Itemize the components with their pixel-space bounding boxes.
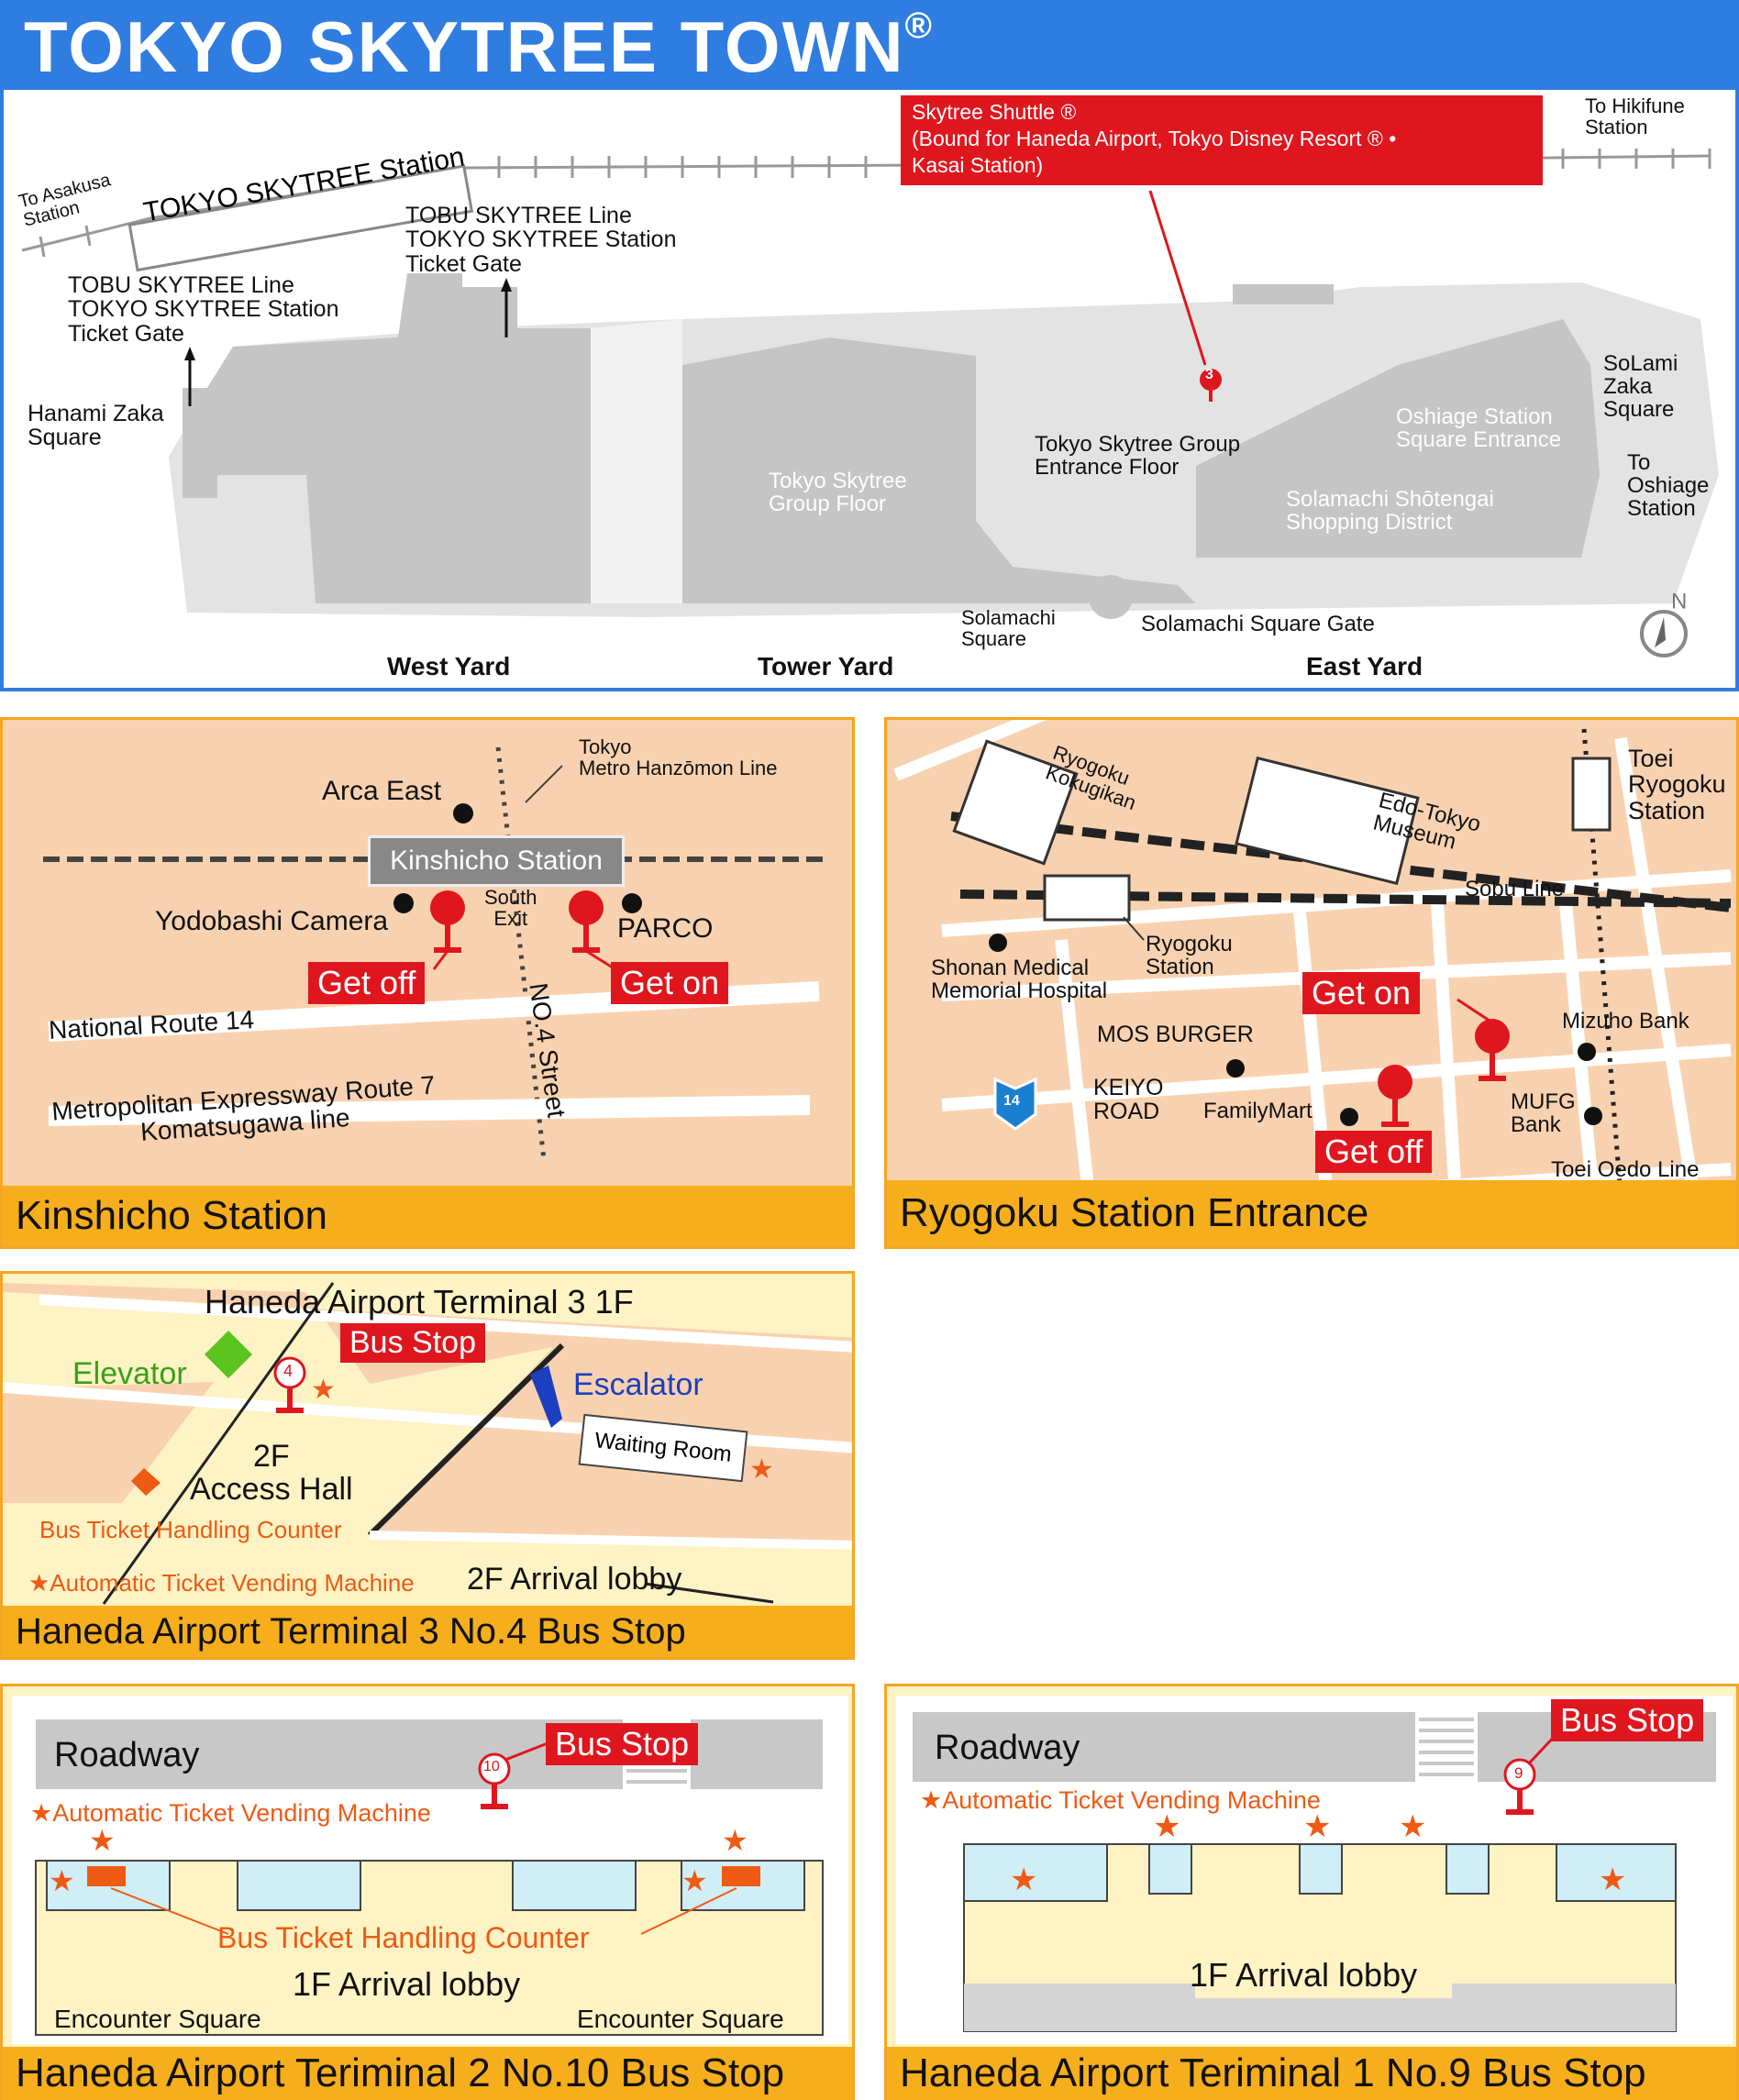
- page-title: TOKYO SKYTREE TOWN®: [24, 6, 935, 87]
- terminal1-roadway-label: Roadway: [935, 1729, 1080, 1767]
- get-off-tag: Get off: [308, 962, 426, 1004]
- vending-star-t3b: ★: [749, 1454, 774, 1485]
- terminal1-stop-number: 9: [1514, 1764, 1523, 1782]
- vending-star-t1a: ★: [1153, 1809, 1181, 1844]
- skytree-map-graphic: [21, 149, 1719, 658]
- ryogoku-get-off-tag: Get off: [1315, 1131, 1433, 1173]
- arca-east-label: Arca East: [322, 776, 442, 806]
- mos-label: MOS BURGER: [1097, 1022, 1254, 1047]
- to-hikifune-label: To Hikifune Station: [1585, 94, 1685, 139]
- south-exit-label: South Exit: [484, 886, 537, 931]
- terminal3-panel: Haneda Airport Terminal 3 1F Bus Stop 4 …: [0, 1271, 855, 1660]
- vending-star-t1c: ★: [1399, 1809, 1427, 1844]
- terminal2-arrival-label: 1F Arrival lobby: [293, 1965, 521, 2003]
- sobu-line-label: Sobu Line: [1465, 877, 1565, 901]
- terminal1-bus-stop-tag: Bus Stop: [1551, 1699, 1704, 1741]
- solamachi-gate-label: Solamachi Square Gate: [1141, 612, 1375, 636]
- terminal3-caption: Haneda Airport Terminal 3 No.4 Bus Stop: [3, 1606, 852, 1657]
- ryogoku-get-on-tag: Get on: [1302, 972, 1421, 1014]
- yodobashi-label: Yodobashi Camera: [155, 906, 389, 936]
- oshiage-entrance-label: Oshiage Station Square Entrance: [1396, 404, 1562, 453]
- vending-star-t3a: ★: [311, 1375, 336, 1405]
- mufg-label: MUFG Bank: [1511, 1089, 1576, 1138]
- vending-star-t1b: ★: [1303, 1809, 1332, 1844]
- vending-star-t2c: ★: [722, 1824, 748, 1857]
- encounter-right-label: Encounter Square: [577, 2005, 784, 2033]
- ryogoku-station-label: Ryogoku Station: [1146, 932, 1233, 980]
- terminal1-vending-label: ★Automatic Ticket Vending Machine: [920, 1786, 1321, 1814]
- vending-star-t1e: ★: [1599, 1862, 1627, 1897]
- terminal2-vending-label: ★Automatic Ticket Vending Machine: [30, 1799, 431, 1827]
- elevator-label: Elevator: [72, 1356, 187, 1391]
- vending-star-t2b: ★: [49, 1864, 75, 1897]
- parco-label: PARCO: [617, 913, 714, 944]
- terminal2-stop-number: 10: [483, 1759, 500, 1774]
- kinshicho-station-box: Kinshicho Station: [368, 835, 625, 887]
- solami-zaka-label: SoLami Zaka Square: [1603, 351, 1678, 423]
- header-bar: TOKYO SKYTREE TOWN®: [0, 0, 1739, 90]
- skytree-town-map: TOKYO SKYTREE Station Skytree Shuttle ® …: [0, 90, 1739, 691]
- to-oshiage-label: To Oshiage Station: [1627, 450, 1710, 522]
- kinshicho-caption: Kinshicho Station: [3, 1186, 852, 1246]
- tobu-gate-left: TOBU SKYTREE Line TOKYO SKYTREE Station …: [68, 272, 339, 347]
- vending-star-t2a: ★: [89, 1824, 116, 1857]
- terminal2-roadway-label: Roadway: [54, 1736, 200, 1774]
- mizuho-label: Mizuho Bank: [1562, 1009, 1689, 1033]
- route-sign-number: 14: [1003, 1093, 1020, 1109]
- shonan-label: Shonan Medical Memorial Hospital: [931, 956, 1108, 1004]
- solamachi-square-label: Solamachi Square: [961, 606, 1056, 651]
- group-entrance-label: Tokyo Skytree Group Entrance Floor: [1035, 432, 1241, 481]
- shuttle-info-box: Skytree Shuttle ® (Bound for Haneda Airp…: [901, 95, 1543, 185]
- familymart-label: FamilyMart: [1203, 1099, 1313, 1123]
- kinshicho-panel: Kinshicho Station Arca East Tokyo Metro …: [0, 717, 855, 1249]
- west-yard-label: West Yard: [387, 652, 511, 680]
- terminal1-map-graphic: [896, 1696, 1733, 2044]
- tobu-gate-upper: TOBU SKYTREE Line TOKYO SKYTREE Station …: [405, 203, 677, 277]
- vending-star-t2d: ★: [681, 1864, 708, 1897]
- vending-star-t1d: ★: [1010, 1862, 1038, 1897]
- ryogoku-map-graphic: [893, 720, 1732, 1221]
- terminal2-caption: Haneda Airport Teriminal 2 No.10 Bus Sto…: [3, 2047, 852, 2100]
- keiyo-label: KEIYO ROAD: [1093, 1075, 1164, 1125]
- terminal2-map-graphic: [12, 1696, 848, 2044]
- tower-yard-label: Tower Yard: [758, 652, 894, 680]
- terminal3-arrival-label: 2F Arrival lobby: [467, 1562, 682, 1597]
- terminal3-counter-label: Bus Ticket Handling Counter: [39, 1516, 342, 1543]
- terminal1-caption: Haneda Airport Teriminal 1 No.9 Bus Stop: [887, 2047, 1736, 2100]
- terminal1-arrival-label: 1F Arrival lobby: [1190, 1956, 1418, 1994]
- terminal2-bus-stop-tag: Bus Stop: [546, 1723, 699, 1765]
- terminal3-vending-label: ★Automatic Ticket Vending Machine: [28, 1569, 415, 1597]
- terminal1-panel: Roadway Bus Stop 9 ★Automatic Ticket Ven…: [884, 1684, 1739, 2100]
- shuttle-line2: (Bound for Haneda Airport, Tokyo Disney …: [912, 127, 1397, 150]
- ryogoku-caption: Ryogoku Station Entrance: [887, 1180, 1736, 1246]
- escalator-label: Escalator: [573, 1367, 703, 1402]
- terminal2-counter-label: Bus Ticket Handling Counter: [217, 1921, 590, 1954]
- access-hall-label: 2F Access Hall: [190, 1439, 353, 1507]
- oedo-label: Toei Oedo Line: [1551, 1157, 1700, 1182]
- group-floor-label: Tokyo Skytree Group Floor: [769, 469, 907, 517]
- metro-line-label: Tokyo Metro Hanzōmon Line: [579, 735, 778, 780]
- shotengai-label: Solamachi Shōtengai Shopping District: [1286, 487, 1494, 536]
- shuttle-line3: Kasai Station): [912, 153, 1044, 177]
- hanami-zaka-label: Hanami Zaka Square: [28, 401, 164, 451]
- get-on-tag: Get on: [611, 962, 729, 1004]
- shuttle-line1: Skytree Shuttle ®: [912, 100, 1077, 124]
- terminal2-panel: Roadway Bus Stop 10 ★Automatic Ticket Ve…: [0, 1684, 855, 2100]
- stop-number-3: 3: [1205, 367, 1213, 382]
- compass-letter: N: [1671, 588, 1688, 613]
- terminal3-bus-stop-tag: Bus Stop: [340, 1323, 485, 1363]
- kinshicho-map-graphic: [43, 746, 828, 1161]
- terminal3-title: Haneda Airport Terminal 3 1F: [205, 1283, 634, 1321]
- encounter-left-label: Encounter Square: [54, 2005, 261, 2033]
- ryogoku-panel: 14 Ryogoku Kokugikan Edo-Tokyo Museum To…: [884, 717, 1739, 1249]
- toei-station-label: Toei Ryogoku Station: [1628, 745, 1726, 824]
- east-yard-label: East Yard: [1306, 652, 1423, 680]
- terminal3-stop-number: 4: [283, 1362, 294, 1380]
